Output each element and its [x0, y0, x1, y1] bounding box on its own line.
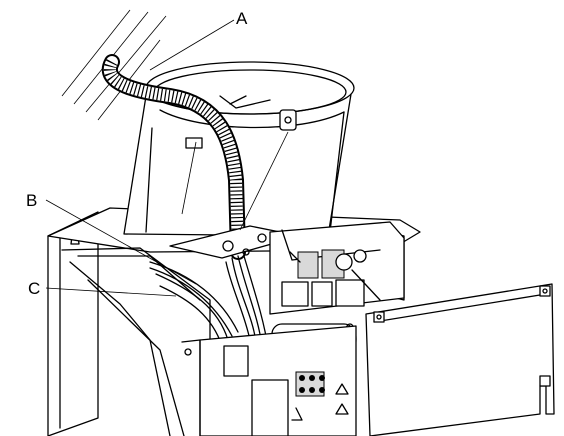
leader-lines	[45, 19, 289, 297]
lower-plate	[181, 325, 357, 436]
component-box	[269, 221, 405, 315]
hatch-lines	[61, 9, 167, 121]
wire-harness	[149, 255, 269, 349]
callout-a-label: A	[236, 9, 248, 28]
callout-b-label: B	[26, 191, 37, 210]
callout-c-label: C	[28, 279, 40, 298]
removed-panel	[365, 283, 555, 436]
corrugated-hose	[101, 54, 246, 260]
